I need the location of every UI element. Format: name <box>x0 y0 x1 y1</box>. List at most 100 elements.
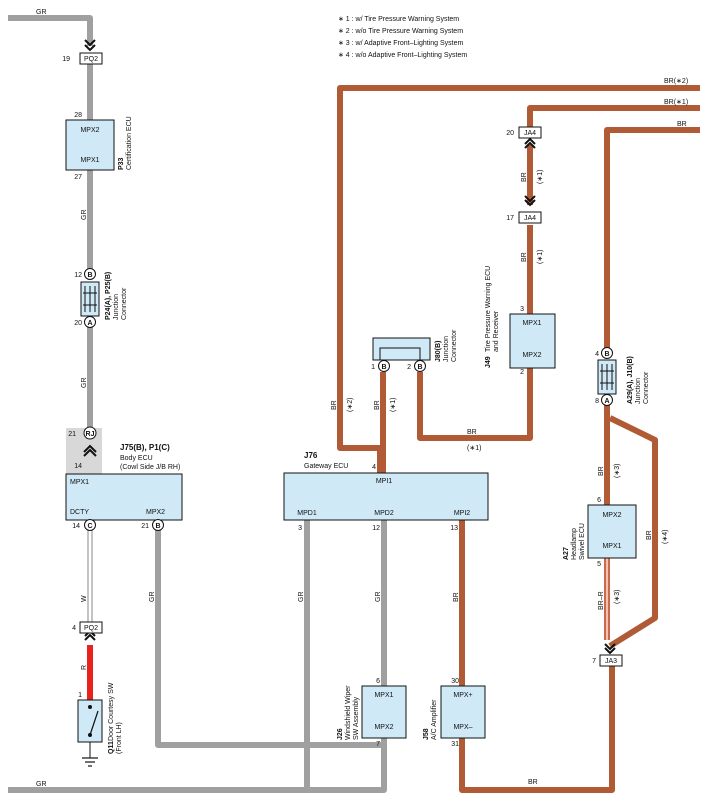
connector-ja4-top: JA4 20 <box>506 126 542 139</box>
chevron-ja4-bottom-icon <box>524 195 536 207</box>
svg-text:BR: BR <box>598 466 605 476</box>
svg-text:(∗3): (∗3) <box>614 590 621 604</box>
svg-text:Junction: Junction <box>635 378 642 404</box>
connector-pq2-bottom: PQ2 4 <box>72 621 103 634</box>
svg-text:(∗1): (∗1) <box>467 445 481 452</box>
svg-text:3: 3 <box>520 306 524 313</box>
svg-text:MPX+: MPX+ <box>453 692 472 699</box>
svg-text:J80(B): J80(B) <box>435 341 442 362</box>
svg-text:MPX2: MPX2 <box>146 509 165 516</box>
connector-ja3: JA3 7 <box>592 654 623 667</box>
svg-text:20: 20 <box>74 320 82 327</box>
p24-junction-connector: B A 12 20 P24(A), P25(B) Junction Connec… <box>74 268 128 328</box>
svg-text:17: 17 <box>506 215 514 222</box>
svg-text:BR(∗2): BR(∗2) <box>664 78 688 85</box>
svg-text:31: 31 <box>451 741 459 748</box>
svg-text:MPD2: MPD2 <box>374 510 394 517</box>
svg-text:1: 1 <box>371 364 375 371</box>
svg-text:MPX2: MPX2 <box>602 512 621 519</box>
svg-text:BR: BR <box>467 429 477 436</box>
j58-ac-amplifier: MPX+ MPX– 30 31 J58 A/C Amplifier <box>423 678 486 748</box>
svg-text:30: 30 <box>451 678 459 685</box>
svg-text:A29(A), J10(B): A29(A), J10(B) <box>627 356 634 404</box>
svg-text:JA3: JA3 <box>605 658 617 665</box>
q11-door-courtesy-switch: 1 Q11 Door Courtesy SW (Front LH) <box>77 682 123 767</box>
svg-text:and Receiver: and Receiver <box>493 310 500 352</box>
wire-br-x1 <box>527 105 700 128</box>
svg-text:20: 20 <box>506 130 514 137</box>
svg-text:BR: BR <box>521 172 528 182</box>
a27-headlamp-swivel-ecu: MPX2 MPX1 6 5 A27 Headlamp Swivel ECU <box>563 497 637 568</box>
svg-text:BR: BR <box>453 592 460 602</box>
svg-text:5: 5 <box>597 561 601 568</box>
svg-text:12: 12 <box>372 525 380 532</box>
svg-text:SW Assembly: SW Assembly <box>353 696 360 740</box>
a29-junction-connector: B A 4 8 A29(A), J10(B) Junction Connecto… <box>595 347 650 406</box>
svg-text:BR: BR <box>646 530 653 540</box>
svg-text:GR: GR <box>375 592 382 603</box>
svg-text:B: B <box>381 364 386 371</box>
wire-gr-top <box>8 15 93 46</box>
svg-text:JA4: JA4 <box>524 130 536 137</box>
svg-text:7: 7 <box>376 741 380 748</box>
svg-text:MPX1: MPX1 <box>522 320 541 327</box>
svg-text:A: A <box>604 398 609 405</box>
svg-text:B: B <box>417 364 422 371</box>
svg-text:MPI1: MPI1 <box>376 478 392 485</box>
svg-text:4: 4 <box>595 351 599 358</box>
svg-text:Connector: Connector <box>643 371 650 404</box>
svg-text:(∗1): (∗1) <box>537 170 544 184</box>
svg-text:B: B <box>87 272 92 279</box>
svg-text:Connector: Connector <box>451 329 458 362</box>
note-3: ∗ 3 : w/ Adaptive Front–Lighting System <box>338 40 463 47</box>
svg-text:(Front LH): (Front LH) <box>116 722 123 754</box>
j80-junction-connector: B B 1 2 J80(B) Junction Connector <box>371 329 458 372</box>
svg-text:(∗1): (∗1) <box>390 398 397 412</box>
svg-text:Tire Pressure Warning ECU: Tire Pressure Warning ECU <box>485 266 492 352</box>
svg-text:RJ: RJ <box>86 431 95 438</box>
svg-text:BR: BR <box>528 779 538 786</box>
chevron-ja3-icon <box>604 643 616 655</box>
svg-text:2: 2 <box>520 369 524 376</box>
svg-text:BR–R: BR–R <box>598 591 605 610</box>
svg-text:A27: A27 <box>563 547 570 560</box>
svg-text:BR(∗1): BR(∗1) <box>664 99 688 106</box>
svg-text:J58: J58 <box>423 728 430 740</box>
svg-text:BR: BR <box>521 252 528 262</box>
svg-text:21: 21 <box>68 431 76 438</box>
chevron-pq2-top-icon <box>84 39 96 52</box>
svg-text:21: 21 <box>141 523 149 530</box>
legend-notes: ∗ 1 : w/ Tire Pressure Warning System ∗ … <box>338 16 467 59</box>
svg-text:(∗4): (∗4) <box>662 530 669 544</box>
j75-body-ecu: RJ 21 14 MPX1 DCTY MPX2 J75(B), P1(C) Bo… <box>65 426 183 531</box>
svg-text:J26: J26 <box>337 728 344 740</box>
wire-gr-wiper-bottom <box>307 738 387 793</box>
svg-text:4: 4 <box>72 625 76 632</box>
svg-text:MPX2: MPX2 <box>374 724 393 731</box>
svg-text:BR: BR <box>331 400 338 410</box>
svg-text:B: B <box>604 351 609 358</box>
svg-text:13: 13 <box>450 525 458 532</box>
svg-text:Door Courtesy SW: Door Courtesy SW <box>108 682 115 741</box>
svg-text:28: 28 <box>74 112 82 119</box>
svg-text:DCTY: DCTY <box>70 509 89 516</box>
svg-text:P24(A), P25(B): P24(A), P25(B) <box>105 272 112 320</box>
svg-text:GR: GR <box>81 210 88 221</box>
svg-text:14: 14 <box>74 463 82 470</box>
wire-br-x4 <box>608 415 658 649</box>
svg-text:1: 1 <box>78 692 82 699</box>
connector-ja4-bottom: JA4 17 <box>506 211 542 224</box>
svg-text:Gateway ECU: Gateway ECU <box>304 463 348 470</box>
svg-text:BR: BR <box>374 400 381 410</box>
svg-text:Swivel ECU: Swivel ECU <box>579 523 586 560</box>
svg-text:J49: J49 <box>485 356 492 368</box>
svg-text:4: 4 <box>372 464 376 471</box>
svg-text:(∗3): (∗3) <box>614 464 621 478</box>
svg-text:(∗2): (∗2) <box>347 398 354 412</box>
svg-text:27: 27 <box>74 174 82 181</box>
svg-text:B: B <box>155 523 160 530</box>
svg-text:MPX2: MPX2 <box>522 352 541 359</box>
svg-text:C: C <box>87 523 92 530</box>
chevron-ja4-top-icon <box>524 137 536 149</box>
